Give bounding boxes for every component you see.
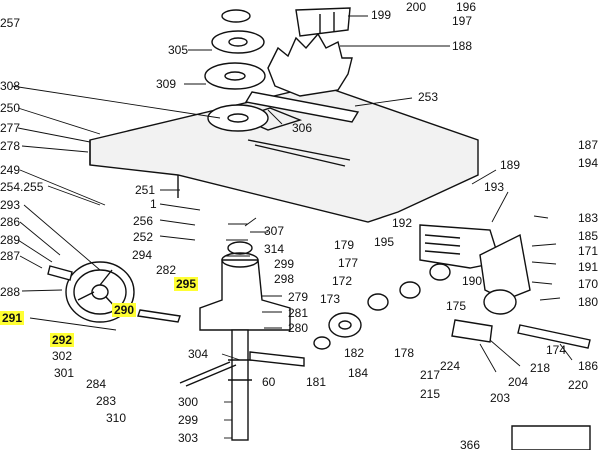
part-number-305: 305 bbox=[168, 43, 189, 57]
part-number-252: 252 bbox=[133, 230, 154, 244]
part-number-195: 195 bbox=[374, 235, 395, 249]
part-number-294: 294 bbox=[132, 248, 153, 262]
part-number-188: 188 bbox=[452, 39, 473, 53]
part-number-303: 303 bbox=[178, 431, 199, 445]
part-number-177: 177 bbox=[338, 256, 359, 270]
part-number-174: 174 bbox=[546, 343, 567, 357]
part-number-194: 194 bbox=[578, 156, 599, 170]
column-279 bbox=[199, 259, 291, 331]
part-number-180: 180 bbox=[578, 295, 599, 309]
part-number-218: 218 bbox=[530, 361, 551, 375]
part-number-281: 281 bbox=[288, 306, 309, 320]
part-number-217: 217 bbox=[420, 368, 441, 382]
part-number-291: 291 bbox=[0, 311, 25, 325]
part-number-190: 190 bbox=[462, 274, 483, 288]
part-number-277: 277 bbox=[0, 121, 21, 135]
part-number-197: 197 bbox=[452, 14, 473, 28]
part-number-200: 200 bbox=[406, 0, 427, 14]
part-number-300: 300 bbox=[178, 395, 199, 409]
part-number-1: 1 bbox=[150, 197, 157, 211]
part-number-251: 251 bbox=[135, 183, 156, 197]
part-number-249: 249 bbox=[0, 163, 21, 177]
part-number-220: 220 bbox=[568, 378, 589, 392]
part-number-309: 309 bbox=[156, 77, 177, 91]
part-number-191: 191 bbox=[578, 260, 599, 274]
part-number-366: 366 bbox=[460, 438, 481, 450]
part-number-179: 179 bbox=[334, 238, 355, 252]
part-number-283: 283 bbox=[96, 394, 117, 408]
saw-blade bbox=[267, 32, 353, 97]
part-number-302: 302 bbox=[52, 349, 73, 363]
part-number-253: 253 bbox=[418, 90, 439, 104]
part-number-182: 182 bbox=[344, 346, 365, 360]
part-number-278: 278 bbox=[0, 139, 21, 153]
part-number-181: 181 bbox=[306, 375, 327, 389]
part-number-224: 224 bbox=[440, 359, 461, 373]
part-number-284: 284 bbox=[86, 377, 107, 391]
part-number-279: 279 bbox=[288, 290, 309, 304]
part-number-306: 306 bbox=[292, 121, 313, 135]
part-number-193: 193 bbox=[484, 180, 505, 194]
part-number-282: 282 bbox=[156, 263, 177, 277]
part-number-178: 178 bbox=[394, 346, 415, 360]
part-number-184: 184 bbox=[348, 366, 369, 380]
part-number-186: 186 bbox=[578, 359, 599, 373]
part-number-172: 172 bbox=[332, 274, 353, 288]
shaft bbox=[231, 329, 249, 441]
part-number-257: 257 bbox=[0, 16, 21, 30]
part-number-171: 171 bbox=[578, 244, 599, 258]
part-number-175: 175 bbox=[446, 299, 467, 313]
part-number-215: 215 bbox=[420, 387, 441, 401]
part-number-289: 289 bbox=[0, 233, 21, 247]
part-number-301: 301 bbox=[54, 366, 75, 380]
part-number-299-b: 299 bbox=[178, 413, 199, 427]
part-number-290: 290 bbox=[112, 303, 137, 317]
part-number-307: 307 bbox=[264, 224, 285, 238]
flange-309 bbox=[204, 62, 266, 90]
part-number-288: 288 bbox=[0, 285, 21, 299]
part-number-295: 295 bbox=[174, 277, 199, 291]
part-number-187: 187 bbox=[578, 138, 599, 152]
part-number-250: 250 bbox=[0, 101, 21, 115]
part-number-189: 189 bbox=[500, 158, 521, 172]
part-number-173: 173 bbox=[320, 292, 341, 306]
part-number-183: 183 bbox=[578, 211, 599, 225]
part-number-185: 185 bbox=[578, 229, 599, 243]
part-number-293: 293 bbox=[0, 198, 21, 212]
part-number-280: 280 bbox=[288, 321, 309, 335]
part-number-298: 298 bbox=[274, 272, 295, 286]
part-number-256: 256 bbox=[133, 214, 154, 228]
part-number-254-255: 254.255 bbox=[0, 180, 44, 194]
part-number-204: 204 bbox=[508, 375, 529, 389]
part-number-310: 310 bbox=[106, 411, 127, 425]
flange-305 bbox=[211, 30, 265, 54]
part-number-286: 286 bbox=[0, 215, 21, 229]
part-number-304: 304 bbox=[188, 347, 209, 361]
part-number-308: 308 bbox=[0, 79, 21, 93]
part-number-60: 60 bbox=[262, 375, 276, 389]
blade-slot-insert bbox=[244, 91, 360, 123]
flange-306 bbox=[207, 104, 269, 132]
part-number-196: 196 bbox=[456, 0, 477, 14]
part-number-192: 192 bbox=[392, 216, 413, 230]
part-number-314: 314 bbox=[264, 242, 285, 256]
part-number-199: 199 bbox=[371, 8, 392, 22]
part-number-299-a: 299 bbox=[274, 257, 295, 271]
part-number-292: 292 bbox=[50, 333, 75, 347]
part-number-170: 170 bbox=[578, 277, 599, 291]
part-number-203: 203 bbox=[490, 391, 511, 405]
part-number-287: 287 bbox=[0, 249, 21, 263]
